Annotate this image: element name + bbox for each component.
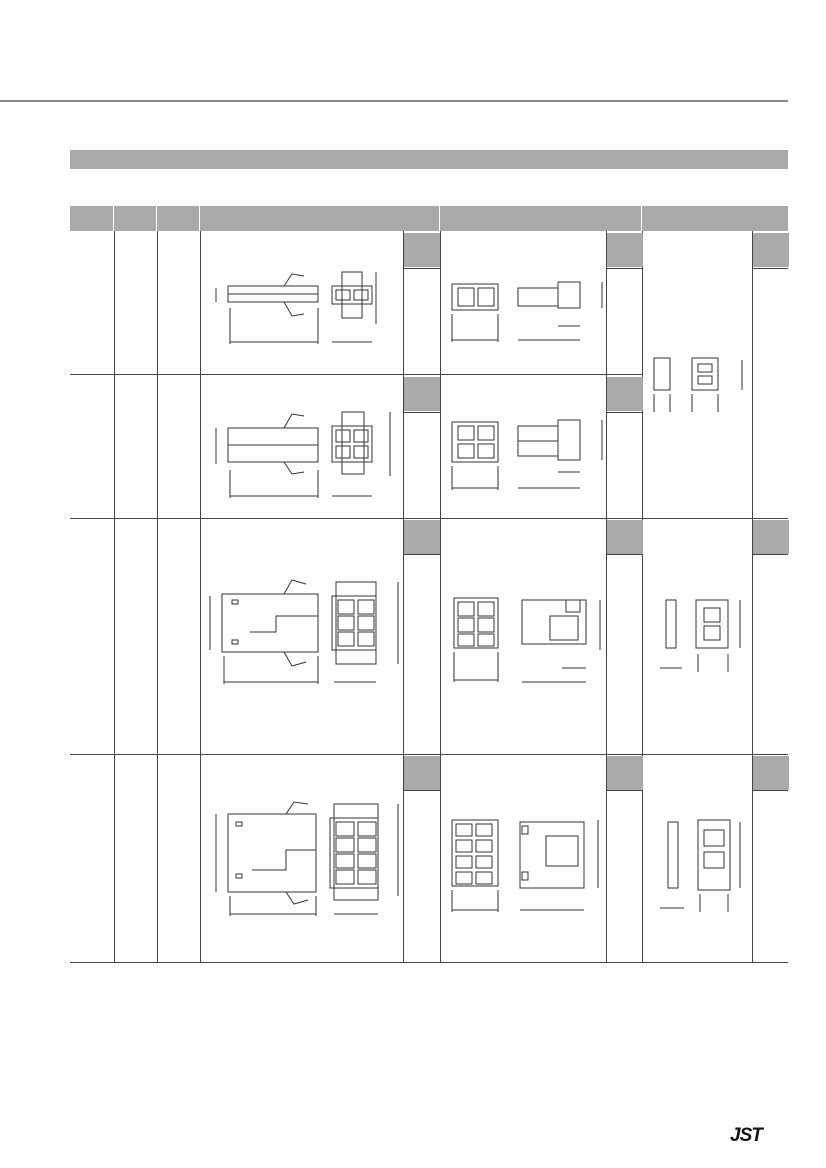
connector-side-drawing xyxy=(215,801,317,916)
connector-front-drawing xyxy=(329,803,399,915)
connector-side-drawing xyxy=(209,579,319,684)
tab xyxy=(404,756,440,790)
tab xyxy=(753,520,789,554)
connector-side-drawing xyxy=(215,413,319,498)
receptacle-front-drawing xyxy=(451,283,499,342)
retainer-drawing xyxy=(660,819,741,912)
tab xyxy=(404,520,440,554)
tab xyxy=(607,520,643,554)
connector-front-drawing xyxy=(331,411,391,497)
receptacle-side-drawing xyxy=(521,599,601,683)
tab xyxy=(753,756,789,790)
header-cell-6 xyxy=(642,206,788,231)
connector-front-drawing xyxy=(331,581,399,683)
tab xyxy=(607,233,643,267)
retainer-drawing xyxy=(660,599,741,672)
header-cell-5 xyxy=(440,206,642,231)
receptacle-side-drawing xyxy=(519,820,599,911)
receptacle-front-drawing xyxy=(451,819,499,912)
receptacle-front-drawing xyxy=(451,421,499,490)
top-rule xyxy=(0,100,788,102)
tab xyxy=(404,377,440,411)
tab xyxy=(753,233,789,267)
tab xyxy=(607,377,643,411)
connector-side-drawing xyxy=(215,273,319,344)
header-cell-4 xyxy=(200,206,440,231)
receptacle-front-drawing xyxy=(453,597,499,682)
retainer-drawing xyxy=(653,357,743,412)
tab xyxy=(404,233,440,267)
table-header xyxy=(70,206,788,231)
jst-logo: JST xyxy=(730,1125,763,1146)
header-cell-2 xyxy=(114,206,157,231)
tab xyxy=(607,756,643,790)
header-cell-1 xyxy=(70,206,114,231)
section-title-bar xyxy=(70,150,788,169)
receptacle-side-drawing xyxy=(517,281,603,341)
connector-front-drawing xyxy=(331,271,377,343)
receptacle-side-drawing xyxy=(517,419,603,489)
header-cell-3 xyxy=(157,206,200,231)
